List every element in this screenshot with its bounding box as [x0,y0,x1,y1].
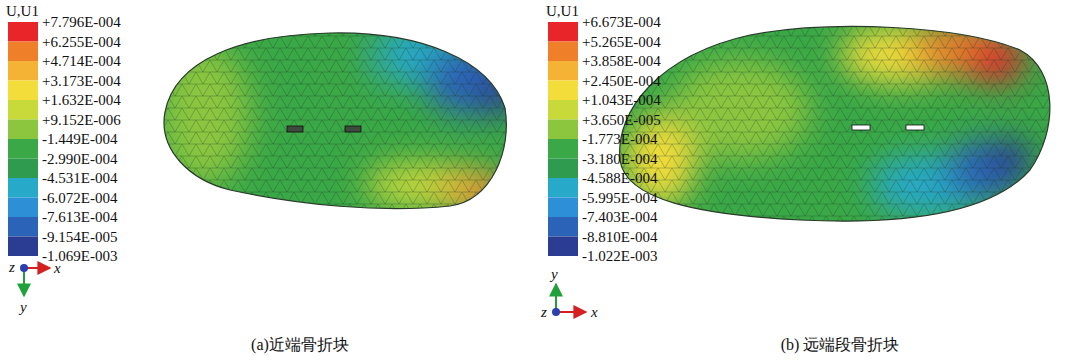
bone-fragment-mesh [150,20,520,220]
legend-value: -4.588E-004 [582,169,657,187]
legend-value: -4.531E-004 [42,169,117,187]
legend-value: +5.265E-004 [582,33,661,51]
legend-value: +1.632E-004 [42,91,121,109]
legend-value: +3.173E-004 [42,72,121,90]
legend-value: -9.154E-005 [42,228,117,246]
legend-value: +2.450E-004 [582,72,661,90]
color-bar [548,22,578,256]
legend-value: +3.858E-004 [582,52,661,70]
axis-letter: z [9,258,15,276]
legend-value: -5.995E-004 [582,189,657,207]
axis-letter: y [20,298,27,316]
legend-value: +4.714E-004 [42,52,121,70]
legend-value: -7.403E-004 [582,208,657,226]
legend-value: -6.072E-004 [42,189,117,207]
legend-value: +6.255E-004 [42,33,121,51]
axis-triad [20,264,50,296]
legend-value: +7.796E-004 [42,13,121,31]
subfigure-caption: (a)近端骨折块 [180,334,420,356]
legend-value: -2.990E-004 [42,150,117,168]
axis-letter: x [591,303,598,321]
bone-fragment-mesh [600,15,1067,235]
axis-letter: y [551,265,558,283]
legend-value: +6.673E-004 [582,13,661,31]
variable-label: U,U1 [546,2,579,20]
axis-letter: x [54,259,61,277]
legend-value: +3.650E-005 [582,111,661,129]
legend-value: -1.449E-004 [42,130,117,148]
subfigure-caption: (b) 远端段骨折块 [720,334,960,356]
legend-value: +1.043E-004 [582,91,661,109]
legend-value: -1.069E-003 [42,247,117,265]
legend-value: -1.022E-003 [582,247,657,265]
variable-label: U,U1 [6,2,39,20]
axis-triad [552,284,586,316]
legend-value: -3.180E-004 [582,150,657,168]
legend-value: -8.810E-004 [582,228,657,246]
legend-value: -1.773E-004 [582,130,657,148]
axis-letter: z [541,303,547,321]
color-bar [8,22,38,256]
legend-value: -7.613E-004 [42,208,117,226]
legend-value: +9.152E-006 [42,111,121,129]
